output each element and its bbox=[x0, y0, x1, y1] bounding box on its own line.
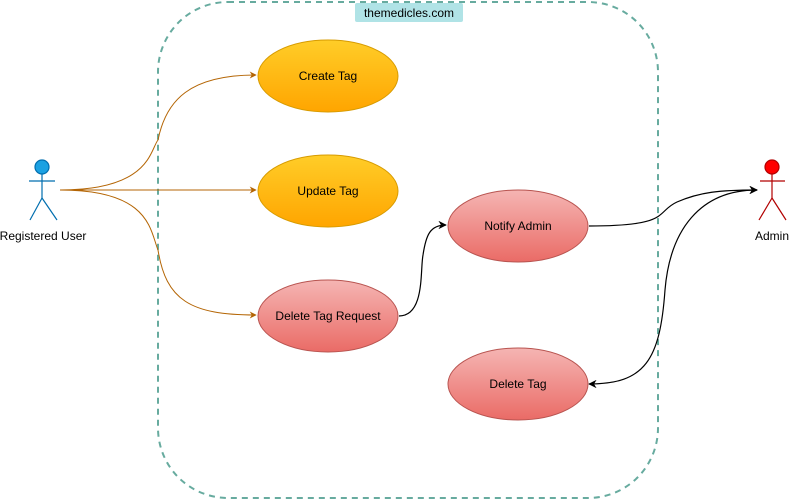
use-case-update-tag[interactable]: Update Tag bbox=[257, 154, 399, 228]
use-case-notify-admin[interactable]: Notify Admin bbox=[447, 189, 589, 263]
create-tag-label: Create Tag bbox=[299, 69, 357, 83]
use-case-create-tag[interactable]: Create Tag bbox=[257, 39, 399, 113]
registered-user-label: Registered User bbox=[0, 229, 86, 243]
registered-user-head bbox=[34, 159, 50, 175]
registered-user-actor[interactable] bbox=[29, 159, 58, 221]
edge-user-delete-tag-request bbox=[59, 189, 257, 319]
notify-admin-label: Notify Admin bbox=[484, 219, 551, 233]
update-tag-label: Update Tag bbox=[297, 184, 358, 198]
use-case-delete-tag[interactable]: Delete Tag bbox=[447, 347, 589, 421]
admin-actor[interactable] bbox=[758, 159, 787, 221]
delete-tag-request-label: Delete Tag Request bbox=[275, 309, 381, 323]
edge-admin-delete-tag bbox=[588, 185, 758, 389]
admin-label: Admin bbox=[755, 229, 789, 243]
system-label: themedicles.com bbox=[364, 6, 454, 20]
edge-notify-admin-to-admin bbox=[588, 185, 758, 227]
delete-tag-label: Delete Tag bbox=[489, 377, 546, 391]
system-boundary bbox=[157, 1, 659, 499]
admin-head bbox=[764, 159, 780, 175]
edge-delete-request-notify-admin bbox=[398, 220, 447, 317]
system-label-background bbox=[355, 3, 463, 22]
use-case-delete-tag-request[interactable]: Delete Tag Request bbox=[257, 279, 399, 353]
edge-user-create-tag bbox=[59, 71, 257, 191]
